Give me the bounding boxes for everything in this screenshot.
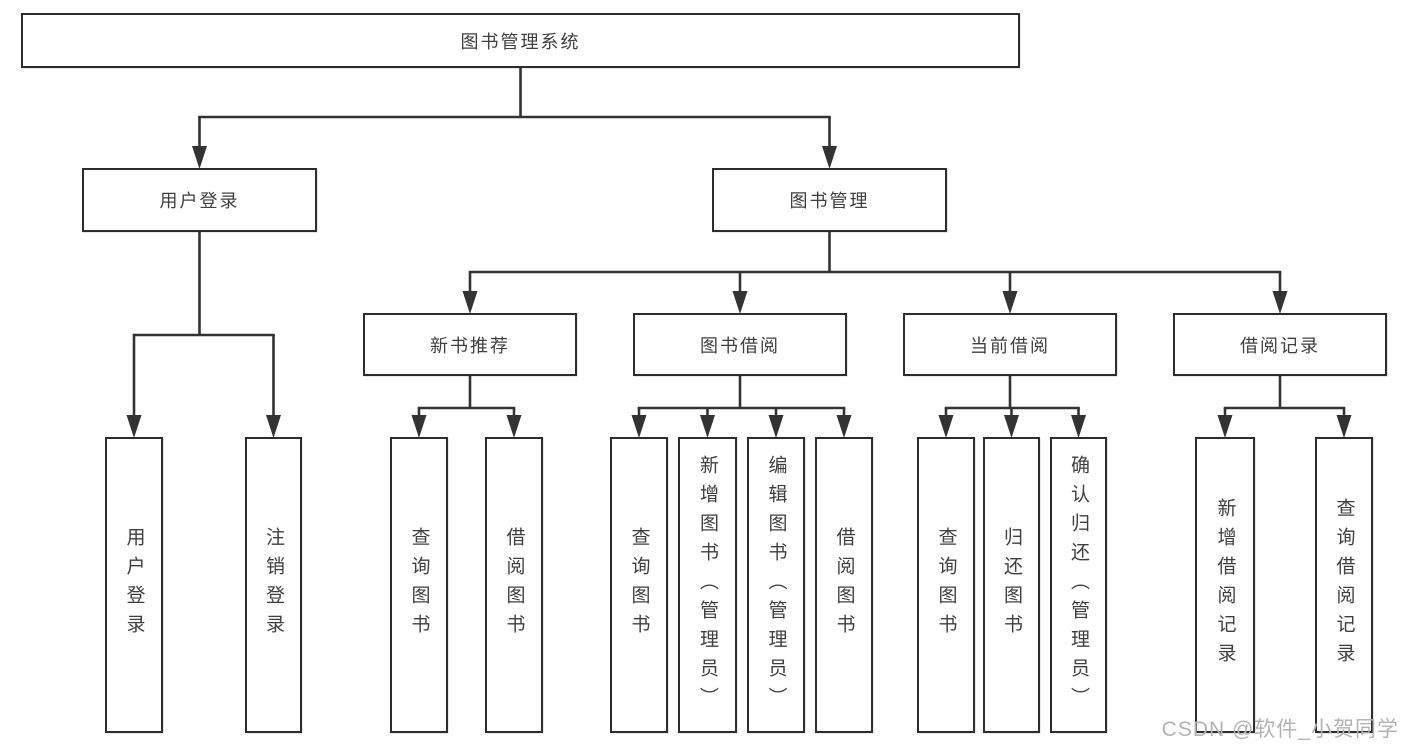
arrowhead xyxy=(631,415,647,438)
node-label: 用户登录 xyxy=(123,527,145,643)
diagram-node-newbook: 新书推荐 xyxy=(363,313,577,376)
diagram-node-nb-query: 查询图书 xyxy=(390,437,448,733)
arrowhead xyxy=(732,291,748,314)
node-label: 查询借阅记录 xyxy=(1333,498,1355,672)
diagram-node-cur-query: 查询图书 xyxy=(917,437,975,733)
node-label: 编辑图书（管理员） xyxy=(765,454,787,716)
arrowhead xyxy=(1217,415,1233,438)
diagram-node-cur-confirm: 确认归还（管理员） xyxy=(1050,437,1107,733)
node-label: 确认归还（管理员） xyxy=(1068,454,1089,716)
node-label: 注销登录 xyxy=(263,527,284,643)
arrowhead xyxy=(822,146,837,169)
node-label: 新书推荐 xyxy=(430,335,510,356)
diagram-node-rec-query: 查询借阅记录 xyxy=(1315,437,1373,733)
arrowhead xyxy=(1071,415,1086,438)
diagram-node-bw-query: 查询图书 xyxy=(610,437,668,733)
diagram-node-logout: 注销登录 xyxy=(245,437,302,733)
diagram-node-bw-edit: 编辑图书（管理员） xyxy=(747,437,805,733)
node-label: 用户登录 xyxy=(159,191,240,211)
diagram-node-bw-borrow: 借阅图书 xyxy=(815,437,873,733)
node-label: 查询图书 xyxy=(408,527,430,643)
diagram-node-user-login: 用户登录 xyxy=(105,437,163,733)
diagram-node-login: 用户登录 xyxy=(82,168,317,232)
node-label: 归还图书 xyxy=(1001,527,1022,643)
arrowhead xyxy=(768,415,784,438)
arrowhead xyxy=(1004,415,1019,438)
diagram-node-nb-borrow: 借阅图书 xyxy=(485,437,543,733)
csdn-watermark: CSDN @软件_小贺同学 xyxy=(1161,718,1399,741)
diagram-node-records: 借阅记录 xyxy=(1173,313,1387,376)
node-label: 图书借阅 xyxy=(700,335,780,356)
node-label: 当前借阅 xyxy=(970,335,1050,356)
arrowhead xyxy=(1336,415,1352,438)
arrowhead xyxy=(192,146,207,169)
arrowhead xyxy=(462,291,478,314)
diagram-node-root: 图书管理系统 xyxy=(21,13,1020,68)
node-label: 借阅记录 xyxy=(1240,335,1320,356)
arrowhead xyxy=(411,415,427,438)
node-label: 借阅图书 xyxy=(833,527,855,643)
arrowhead xyxy=(506,415,522,438)
node-label: 新增图书（管理员） xyxy=(697,454,718,716)
arrowhead xyxy=(938,415,954,438)
diagram-node-cur-return: 归还图书 xyxy=(983,437,1040,733)
diagram-node-borrow: 图书借阅 xyxy=(633,313,847,376)
diagram-node-bw-add: 新增图书（管理员） xyxy=(678,437,737,733)
arrowhead xyxy=(1002,291,1018,314)
node-label: 查询图书 xyxy=(935,527,957,643)
diagram-node-rec-add: 新增借阅记录 xyxy=(1195,437,1255,733)
arrowhead xyxy=(126,415,142,438)
arrowhead xyxy=(1272,291,1288,314)
diagram-node-current: 当前借阅 xyxy=(903,313,1117,376)
node-label: 查询图书 xyxy=(628,527,650,643)
node-label: 新增借阅记录 xyxy=(1214,498,1236,672)
diagram-node-mgmt: 图书管理 xyxy=(712,168,947,232)
node-label: 图书管理系统 xyxy=(460,31,581,52)
node-label: 图书管理 xyxy=(789,191,870,211)
arrowhead xyxy=(266,415,281,438)
arrowhead xyxy=(836,415,852,438)
node-label: 借阅图书 xyxy=(503,527,525,643)
arrowhead xyxy=(700,415,715,438)
